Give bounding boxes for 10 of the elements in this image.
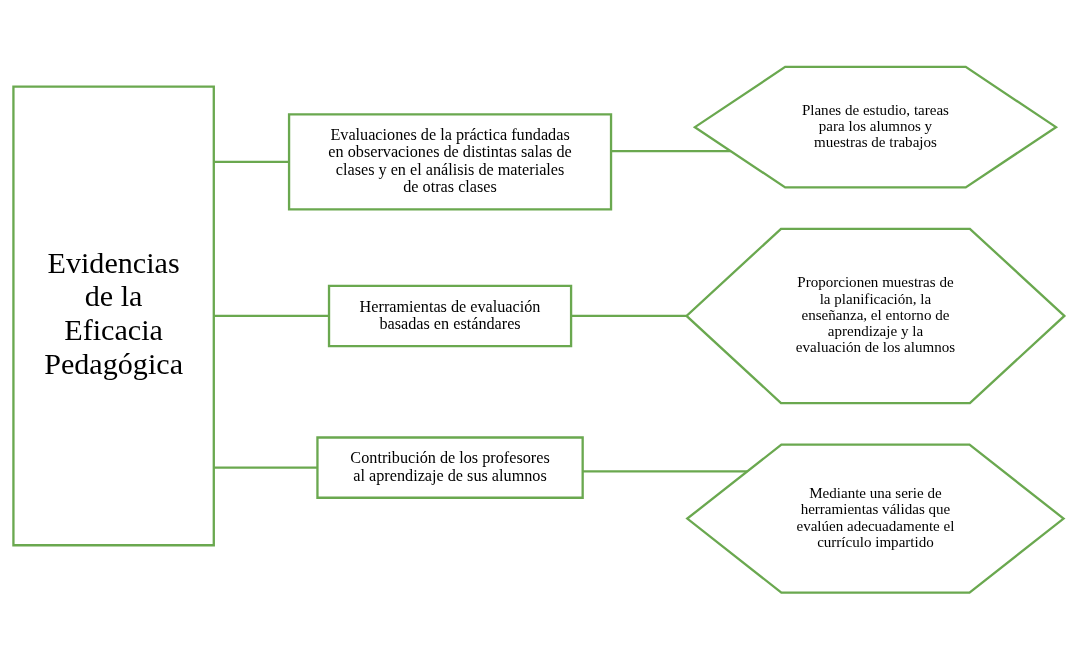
connector bbox=[582, 470, 748, 473]
connector bbox=[214, 314, 329, 318]
connector bbox=[611, 149, 731, 153]
connector bbox=[214, 466, 318, 469]
node-box: Evaluaciones de la práctica fundadas en observaciones de distintas salas de clases y en el análisis de materiales de otras clases bbox=[287, 113, 613, 211]
connector bbox=[571, 314, 687, 318]
node-box: Herramientas de evaluación basadas en estándares bbox=[327, 284, 573, 348]
node-box: Evidencias de la Eficacia Pedagógica bbox=[12, 85, 215, 547]
connector bbox=[214, 160, 289, 164]
node-box: Contribución de los profesores al aprendizaje de sus alumnos bbox=[316, 436, 584, 499]
